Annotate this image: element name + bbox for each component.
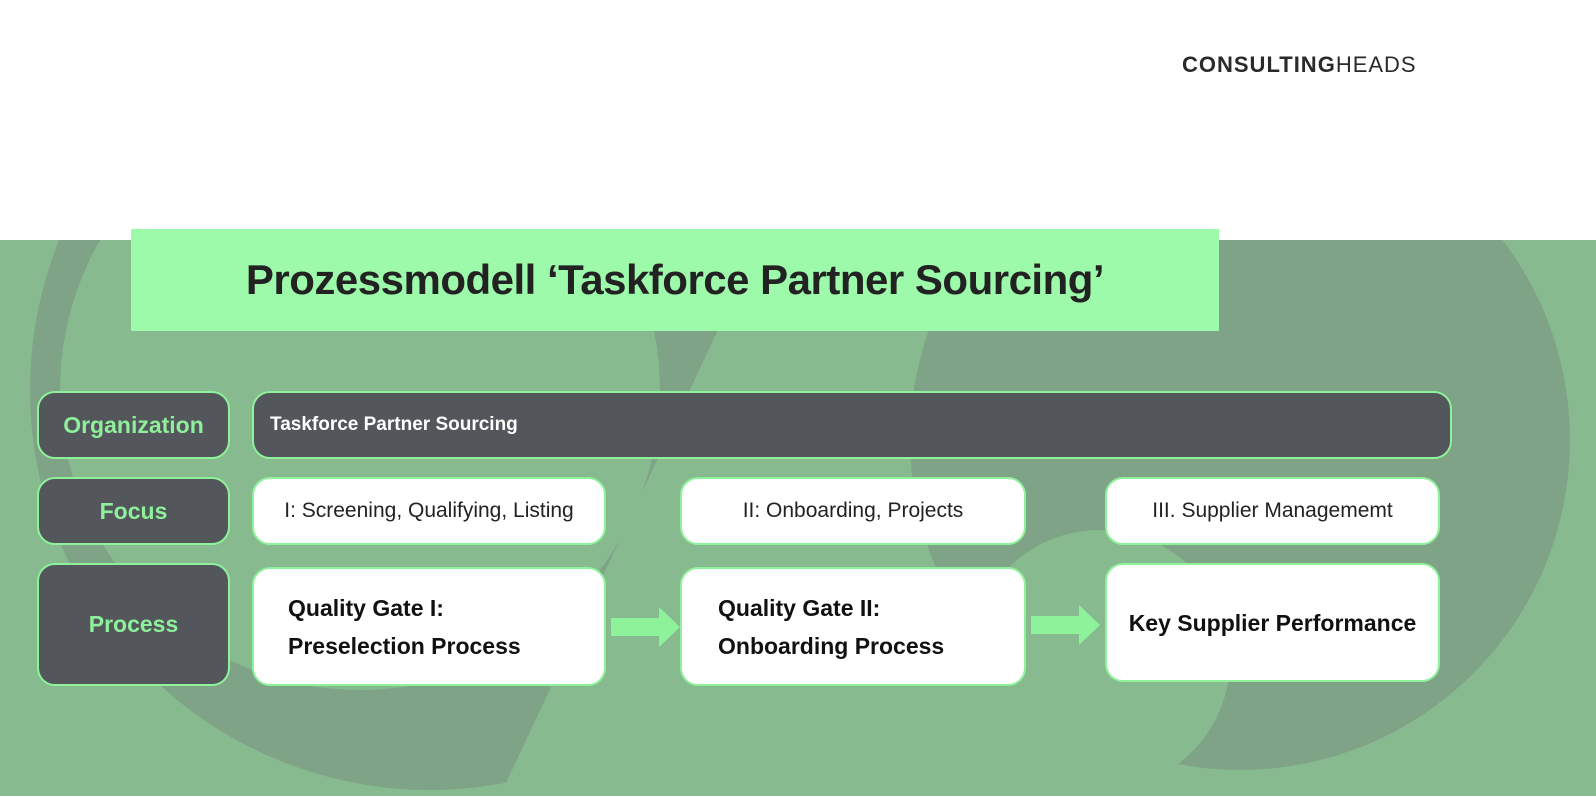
row-label-organization: Organization [37, 391, 230, 459]
row-label-focus: Focus [37, 477, 230, 545]
focus-box-2: II: Onboarding, Projects [680, 477, 1026, 545]
consultingheads-logo: CONSULTINGHEADS [1182, 52, 1417, 77]
row-label-process: Process [37, 563, 230, 686]
arrow-right-icon [1031, 605, 1100, 645]
arrow-right-icon [611, 607, 680, 647]
title-banner: Prozessmodell ‘Taskforce Partner Sourcin… [131, 229, 1219, 331]
process-box-2: Quality Gate II:Onboarding Process [680, 567, 1026, 686]
focus-box-3: III. Supplier Managememt [1105, 477, 1440, 545]
focus-box-1: I: Screening, Qualifying, Listing [252, 477, 606, 545]
organization-bar: Taskforce Partner Sourcing [252, 391, 1452, 459]
page-title: Prozessmodell ‘Taskforce Partner Sourcin… [245, 256, 1105, 303]
process-box-1: Quality Gate I:Preselection Process [252, 567, 606, 686]
process-box-3: Key Supplier Performance [1105, 563, 1440, 682]
